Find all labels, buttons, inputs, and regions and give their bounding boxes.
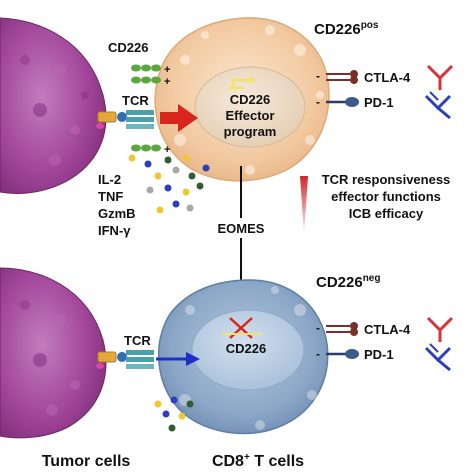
nucleus-line-2: Effector (225, 108, 274, 123)
ctla4-label-top: CTLA-4 (364, 70, 411, 85)
cytokine-il2: IL-2 (98, 172, 121, 187)
svg-text:+: + (164, 64, 170, 76)
tcr-complex-bottom (96, 350, 154, 369)
pd1-receptor-icon-top (326, 97, 359, 107)
cd8-t-cells-label: CD8+ T cells (212, 452, 304, 470)
cytokine-tnf: TNF (98, 189, 123, 204)
cd226-pos-t-cell: CD226 Effector program (154, 17, 330, 182)
icb-efficacy-text: ICB efficacy (349, 206, 424, 221)
cd226-neg-title: CD226neg (316, 273, 380, 291)
tcr-complex-top (96, 110, 154, 129)
eomes-label-bg (205, 218, 277, 238)
tumor-cells-label: Tumor cells (42, 453, 131, 470)
eomes-label: EOMES (218, 221, 265, 236)
svg-text:+: + (164, 76, 170, 88)
cd226-receptor-icon: + + + (131, 64, 170, 156)
top-nucleus (194, 66, 306, 148)
ctla4-receptor-icon-top (326, 70, 358, 84)
cytokine-ifng: IFN-γ (98, 223, 131, 238)
nucleus-line-3: program (224, 124, 277, 139)
svg-text:-: - (316, 347, 320, 361)
tumor-cell-bottom (0, 267, 107, 439)
cd226-pos-title: CD226pos (314, 20, 379, 38)
pd1-label-bottom: PD-1 (364, 347, 394, 362)
cd226-neg-t-cell: CD226 (157, 279, 329, 435)
promoter-arrow-icon (228, 76, 256, 90)
effector-functions-text: effector functions (331, 189, 441, 204)
ctla4-receptor-icon-bottom (326, 322, 358, 336)
svg-text:+: + (164, 144, 170, 156)
ctla4-label-bottom: CTLA-4 (364, 322, 411, 337)
red-signal-arrow (160, 104, 198, 132)
cytokine-granules-top (128, 154, 210, 214)
pd1-antibody-icon-top (424, 91, 452, 120)
svg-text:-: - (316, 95, 320, 109)
cd226-receptor-label: CD226 (108, 40, 148, 55)
ctla4-antibody-icon-top (426, 64, 454, 90)
svg-text:-: - (316, 69, 320, 83)
tcr-label-top: TCR (122, 93, 149, 108)
ctla4-antibody-icon-bottom (426, 316, 454, 342)
blue-signal-arrow (156, 352, 200, 366)
pd1-antibody-icon-bottom (424, 343, 452, 372)
cytokine-gzmb: GzmB (98, 206, 136, 221)
svg-text:-: - (316, 321, 320, 335)
bottom-nucleus (191, 309, 305, 391)
pd1-label-top: PD-1 (364, 95, 394, 110)
tcr-responsiveness-text: TCR responsiveness (322, 172, 451, 187)
cytokine-granules-bottom (154, 396, 194, 432)
nucleus-line-1: CD226 (230, 92, 270, 107)
nucleus-cd226-label: CD226 (226, 341, 266, 356)
cross-mark-icon (222, 317, 262, 339)
gradient-wedge (300, 176, 308, 236)
tcr-label-bottom: TCR (124, 333, 151, 348)
pd1-receptor-icon-bottom (326, 349, 359, 359)
tumor-cell-top (0, 17, 107, 194)
